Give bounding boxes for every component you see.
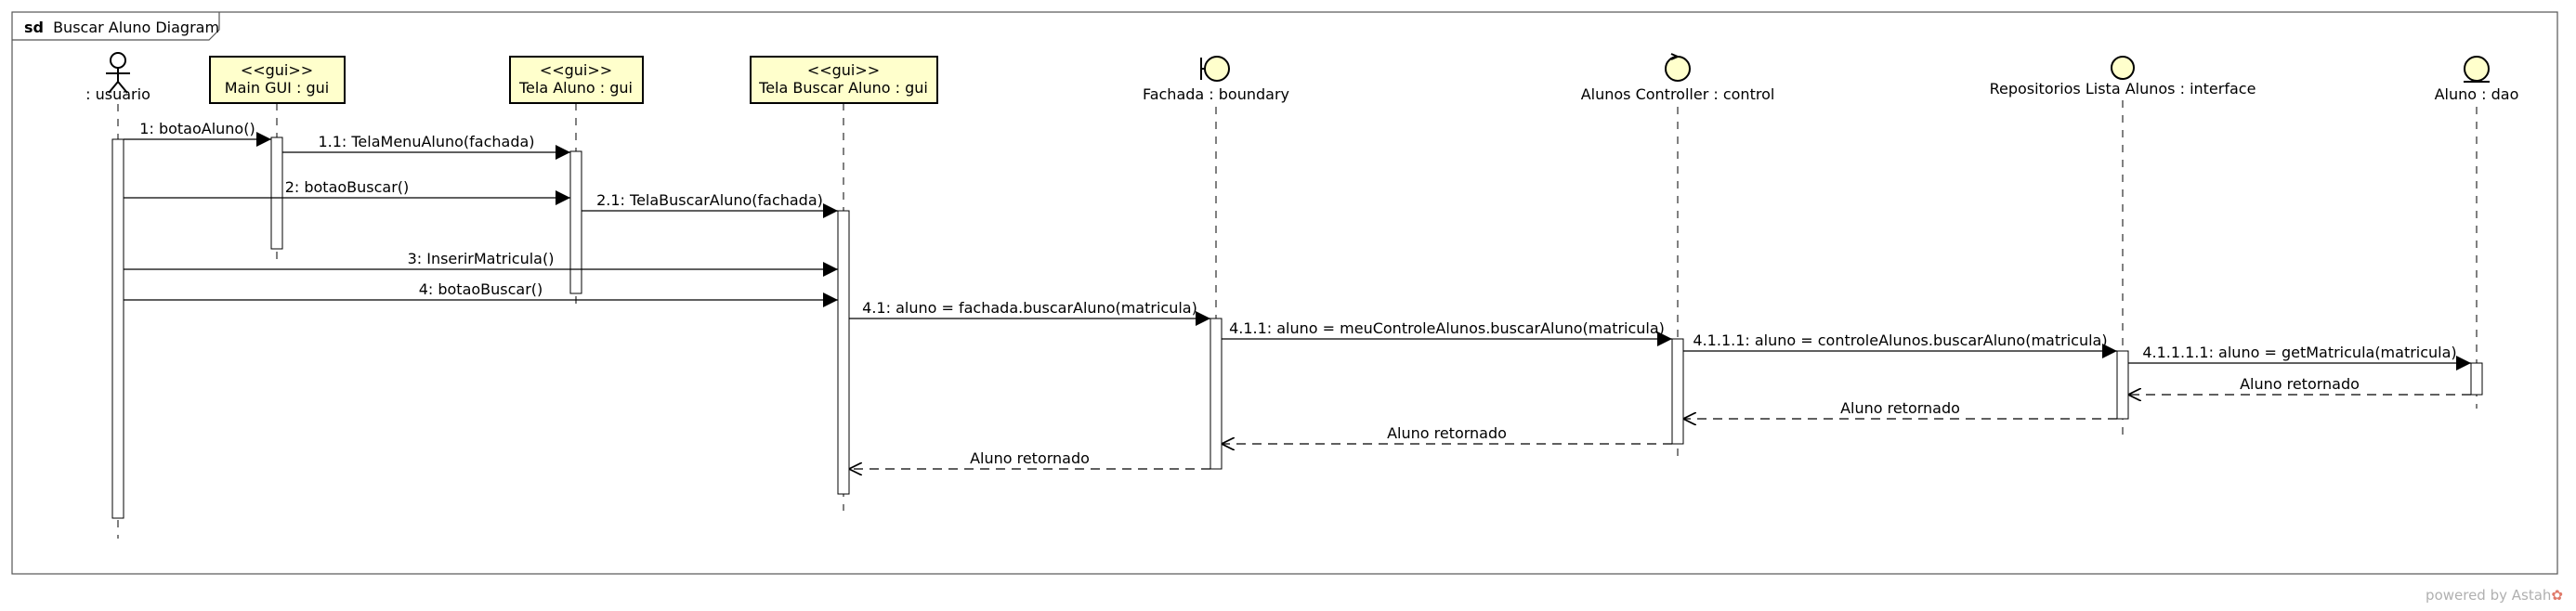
- participant-box: [509, 56, 644, 104]
- participant-stereotype: <<gui>>: [241, 61, 313, 79]
- participant-main-gui[interactable]: <<gui>> Main GUI : gui: [209, 56, 346, 104]
- participant-box: [209, 56, 346, 104]
- watermark-text: powered by Astah: [2426, 587, 2552, 604]
- participant-label: Repositorios Lista Alunos : interface: [1990, 80, 2256, 98]
- control-icon: [1665, 53, 1691, 82]
- activation-bar: [569, 150, 582, 294]
- message-label: Aluno retornado: [970, 449, 1090, 467]
- message-arrow[interactable]: 4.1.1: aluno = meuControleAlunos.buscarA…: [1222, 319, 1672, 346]
- participant-label: Tela Buscar Aluno : gui: [758, 79, 928, 97]
- message-label: 4.1.1.1: aluno = controleAlunos.buscarAl…: [1693, 332, 2107, 349]
- message-arrow[interactable]: 4.1: aluno = fachada.buscarAluno(matricu…: [849, 299, 1210, 326]
- boundary-icon: [1200, 56, 1230, 82]
- participant-label: Main GUI : gui: [225, 79, 329, 97]
- participant-stereotype: <<gui>>: [807, 61, 880, 79]
- activation-bar: [2470, 362, 2483, 396]
- participant-label: Tela Aluno : gui: [518, 79, 633, 97]
- activation-bar: [270, 136, 283, 250]
- message-arrow[interactable]: Aluno retornado: [1683, 399, 2117, 419]
- participant-fachada[interactable]: Fachada : boundary: [1143, 56, 1289, 103]
- message-label: 4.1.1.1.1: aluno = getMatricula(matricul…: [2142, 344, 2456, 361]
- participant-alunos-controller[interactable]: Alunos Controller : control: [1581, 53, 1775, 103]
- participant-stereotype: <<gui>>: [540, 61, 612, 79]
- message-arrow[interactable]: 4: botaoBuscar(): [124, 280, 838, 307]
- message-arrow[interactable]: 4.1.1.1: aluno = controleAlunos.buscarAl…: [1683, 332, 2117, 358]
- participant-label: Aluno : dao: [2435, 85, 2519, 103]
- participant-label: : usuario: [85, 85, 150, 103]
- message-label: 2.1: TelaBuscarAluno(fachada): [596, 191, 823, 209]
- participant-repositorios[interactable]: Repositorios Lista Alunos : interface: [1990, 56, 2256, 98]
- actor-icon: [106, 52, 130, 94]
- activation-bar: [1671, 338, 1684, 445]
- messages: 1: botaoAluno() 1.1: TelaMenuAluno(fachad…: [124, 120, 2471, 469]
- diagram-frame: [11, 11, 2558, 575]
- activation-bar: [1210, 318, 1223, 470]
- message-arrow[interactable]: 1.1: TelaMenuAluno(fachada): [282, 133, 570, 160]
- activation-bars: [111, 136, 2483, 519]
- message-arrow[interactable]: 3: InserirMatricula(): [124, 250, 838, 277]
- participant-box: [750, 56, 938, 104]
- message-label: 1: botaoAluno(): [139, 120, 255, 137]
- message-label: 4.1: aluno = fachada.buscarAluno(matricu…: [862, 299, 1197, 317]
- frame-title-tab: [12, 12, 220, 41]
- astah-watermark: powered by Astah✿: [2426, 587, 2563, 604]
- frame-keyword: sd: [24, 19, 44, 36]
- participant-usuario[interactable]: : usuario: [85, 52, 150, 103]
- message-label: 1.1: TelaMenuAluno(fachada): [318, 133, 534, 150]
- participant-tela-aluno[interactable]: <<gui>> Tela Aluno : gui: [509, 56, 644, 104]
- participant-tela-buscar[interactable]: <<gui>> Tela Buscar Aluno : gui: [750, 56, 938, 104]
- activation-bar: [2116, 350, 2129, 420]
- frame-title: sd Buscar Aluno Diagram: [24, 19, 219, 36]
- entity-icon: [2464, 56, 2490, 83]
- message-arrow[interactable]: 1: botaoAluno(): [124, 120, 271, 147]
- message-arrow[interactable]: Aluno retornado: [849, 449, 1210, 469]
- frame-title-text: Buscar Aluno Diagram: [53, 19, 219, 36]
- activation-bar: [111, 138, 124, 519]
- message-label: 4: botaoBuscar(): [419, 280, 543, 298]
- message-arrow[interactable]: 4.1.1.1.1: aluno = getMatricula(matricul…: [2128, 344, 2471, 370]
- message-arrow[interactable]: Aluno retornado: [2128, 375, 2471, 395]
- message-label: Aluno retornado: [1840, 399, 1960, 417]
- participant-label: Fachada : boundary: [1143, 85, 1289, 103]
- message-label: 2: botaoBuscar(): [285, 178, 410, 196]
- participant-label: Alunos Controller : control: [1581, 85, 1775, 103]
- message-label: 3: InserirMatricula(): [408, 250, 555, 267]
- participant-aluno-dao[interactable]: Aluno : dao: [2435, 56, 2519, 103]
- activation-bar: [837, 210, 850, 495]
- message-arrow[interactable]: 2.1: TelaBuscarAluno(fachada): [582, 191, 838, 218]
- message-arrow[interactable]: 2: botaoBuscar(): [124, 178, 570, 205]
- message-label: Aluno retornado: [2240, 375, 2360, 393]
- message-label: 4.1.1: aluno = meuControleAlunos.buscarA…: [1229, 319, 1665, 337]
- message-arrow[interactable]: Aluno retornado: [1222, 424, 1672, 444]
- message-label: Aluno retornado: [1387, 424, 1507, 442]
- astah-logo-icon: ✿: [2551, 587, 2563, 604]
- interface-icon: [2111, 56, 2135, 80]
